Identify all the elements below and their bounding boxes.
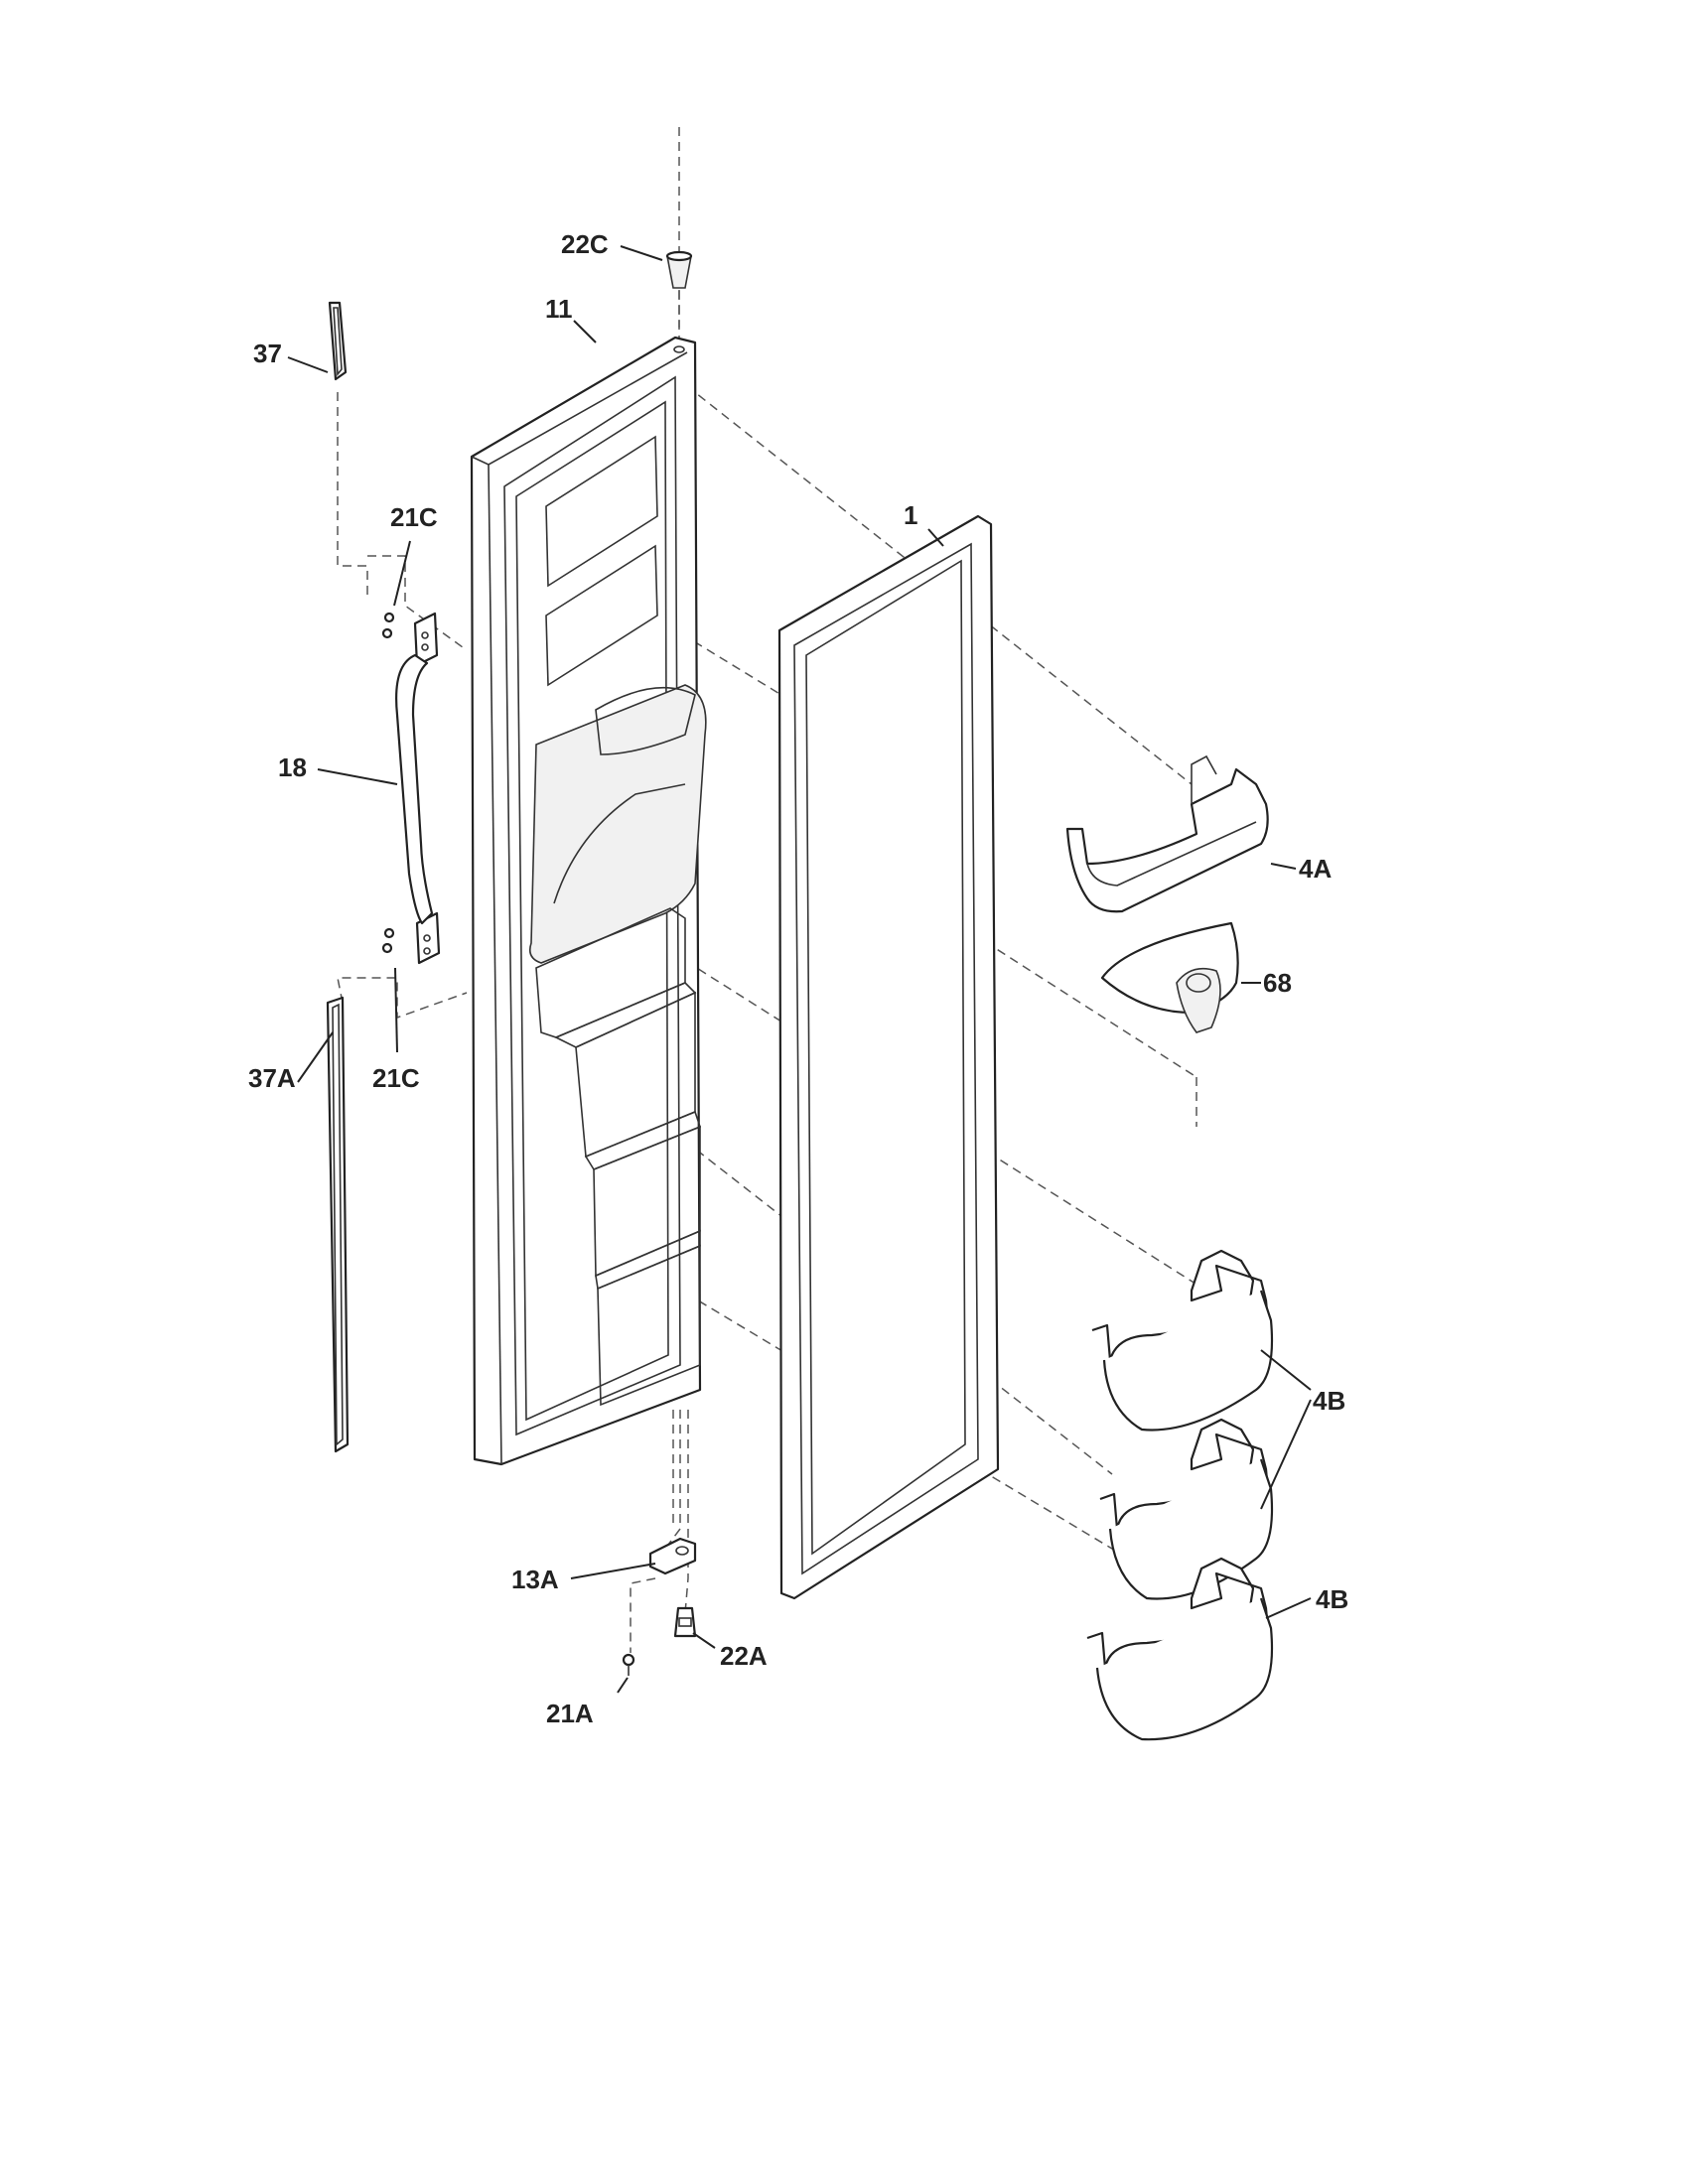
ice-funnel-68 [1100,921,1239,1033]
label-21c-top: 21C [390,502,438,532]
door-trim-top [328,301,348,381]
assembly-guide-lines [337,127,1207,1653]
door-assembly [470,336,707,1466]
label-22a: 22A [720,1641,768,1671]
label-37a: 37A [248,1063,296,1093]
hinge-bushing-bottom [673,1606,697,1638]
screws-21c [381,612,395,954]
label-21a: 21A [546,1699,594,1728]
door-bin-4b-lower [1086,1557,1274,1741]
hinge-bushing-top [665,250,693,328]
label-18: 18 [278,752,307,782]
label-4a: 4A [1299,854,1332,884]
label-13a: 13A [511,1565,559,1594]
part-labels: 22C 11 37 21C 1 18 4A 68 21C 37A 4B 13A … [248,229,1348,1728]
door-bin-4b-upper [1091,1249,1274,1432]
label-21c-bottom: 21C [372,1063,420,1093]
door-handle [395,612,441,965]
screw-21a [622,1653,635,1676]
door-bin-4b-middle [1099,1418,1274,1600]
door-gasket [777,514,1000,1600]
label-4b-middle: 4B [1313,1386,1345,1416]
door-trim-bottom [326,996,350,1453]
label-68: 68 [1263,968,1292,998]
label-37: 37 [253,339,282,368]
hinge-plate-13a [648,1537,697,1575]
label-11: 11 [545,294,573,324]
label-1: 1 [904,500,917,530]
door-bin-4a [1065,754,1269,913]
label-4b-lower: 4B [1316,1584,1348,1614]
leader-lines [287,245,1312,1694]
label-22c: 22C [561,229,609,259]
